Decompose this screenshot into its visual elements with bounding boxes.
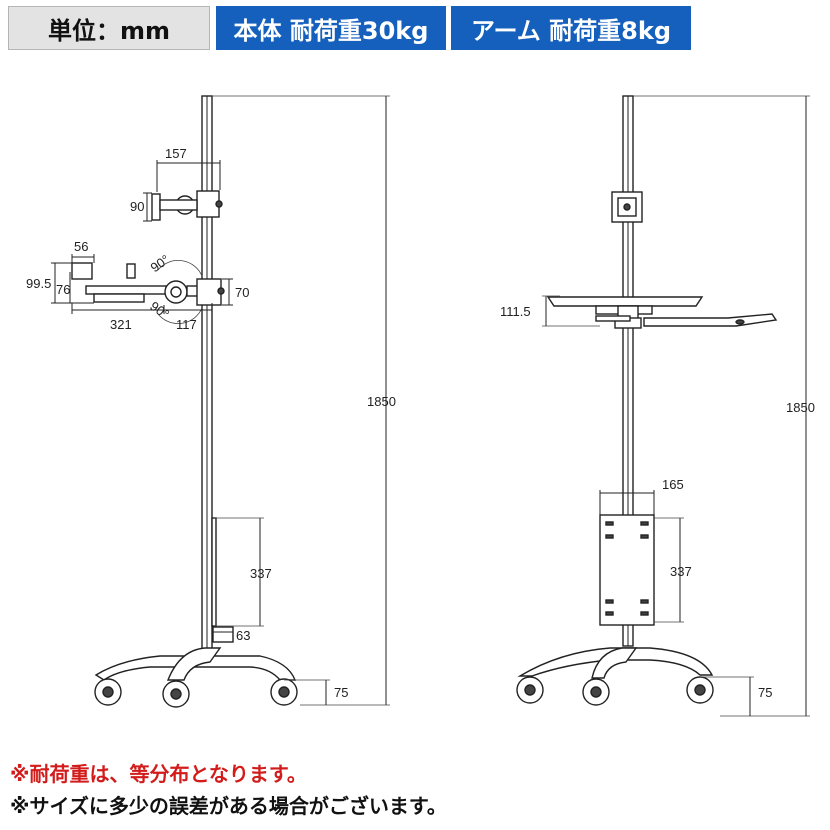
dim-clamp-height: 70 <box>235 285 249 300</box>
side-view: 157 90 56 99.5 76 90° 90° 70 321 117 185… <box>26 95 396 708</box>
dim-side-total-height: 1850 <box>367 394 396 409</box>
side-pole <box>201 95 217 657</box>
dim-front-total-height: 1850 <box>786 400 815 415</box>
body-capacity-badge: 本体 耐荷重30kg <box>216 6 446 50</box>
side-dimension-lines <box>51 95 390 706</box>
dim-front-caster-height: 75 <box>758 685 772 700</box>
dim-tray-height: 76 <box>56 282 70 297</box>
front-dimension-lines <box>542 95 810 717</box>
dim-shelf-height: 111.5 <box>500 304 531 319</box>
note-load-distribution: ※耐荷重は、等分布となります。 <box>10 762 307 786</box>
dim-side-caster-height: 75 <box>334 685 348 700</box>
side-monitor-arm <box>151 190 223 221</box>
front-shelf <box>546 296 778 329</box>
arm-capacity-badge: アーム 耐荷重8kg <box>451 6 691 50</box>
dim-arm-reach: 321 <box>110 317 132 332</box>
dim-bracket-width: 165 <box>662 477 684 492</box>
dim-side-bracket-height: 337 <box>250 566 272 581</box>
unit-label: 単位：mm <box>8 6 210 50</box>
dim-arm-rotation-upper: 90° <box>148 252 173 276</box>
dim-monitor-plate-height: 90 <box>130 199 144 214</box>
side-keyboard-arm <box>71 260 225 324</box>
dimension-drawing: 157 90 56 99.5 76 90° 90° 70 321 117 185… <box>26 95 815 717</box>
dim-clamp-width: 117 <box>176 317 197 332</box>
front-view: 111.5 165 337 1850 75 <box>500 95 815 717</box>
side-bracket <box>212 626 234 643</box>
dim-monitor-arm-length: 157 <box>165 146 187 161</box>
dim-arm-rotation-lower: 90° <box>147 298 172 322</box>
front-bracket <box>599 514 655 626</box>
dim-keyboard-tray-depth: 56 <box>74 239 88 254</box>
dim-bracket-depth: 63 <box>236 628 250 643</box>
dim-front-bracket-height: 337 <box>670 564 692 579</box>
dim-tray-total-height: 99.5 <box>26 276 51 291</box>
side-base <box>94 647 298 708</box>
front-monitor-plate <box>611 191 643 223</box>
front-base <box>516 647 714 706</box>
note-size-tolerance: ※サイズに多少の誤差がある場合がございます。 <box>10 794 447 818</box>
